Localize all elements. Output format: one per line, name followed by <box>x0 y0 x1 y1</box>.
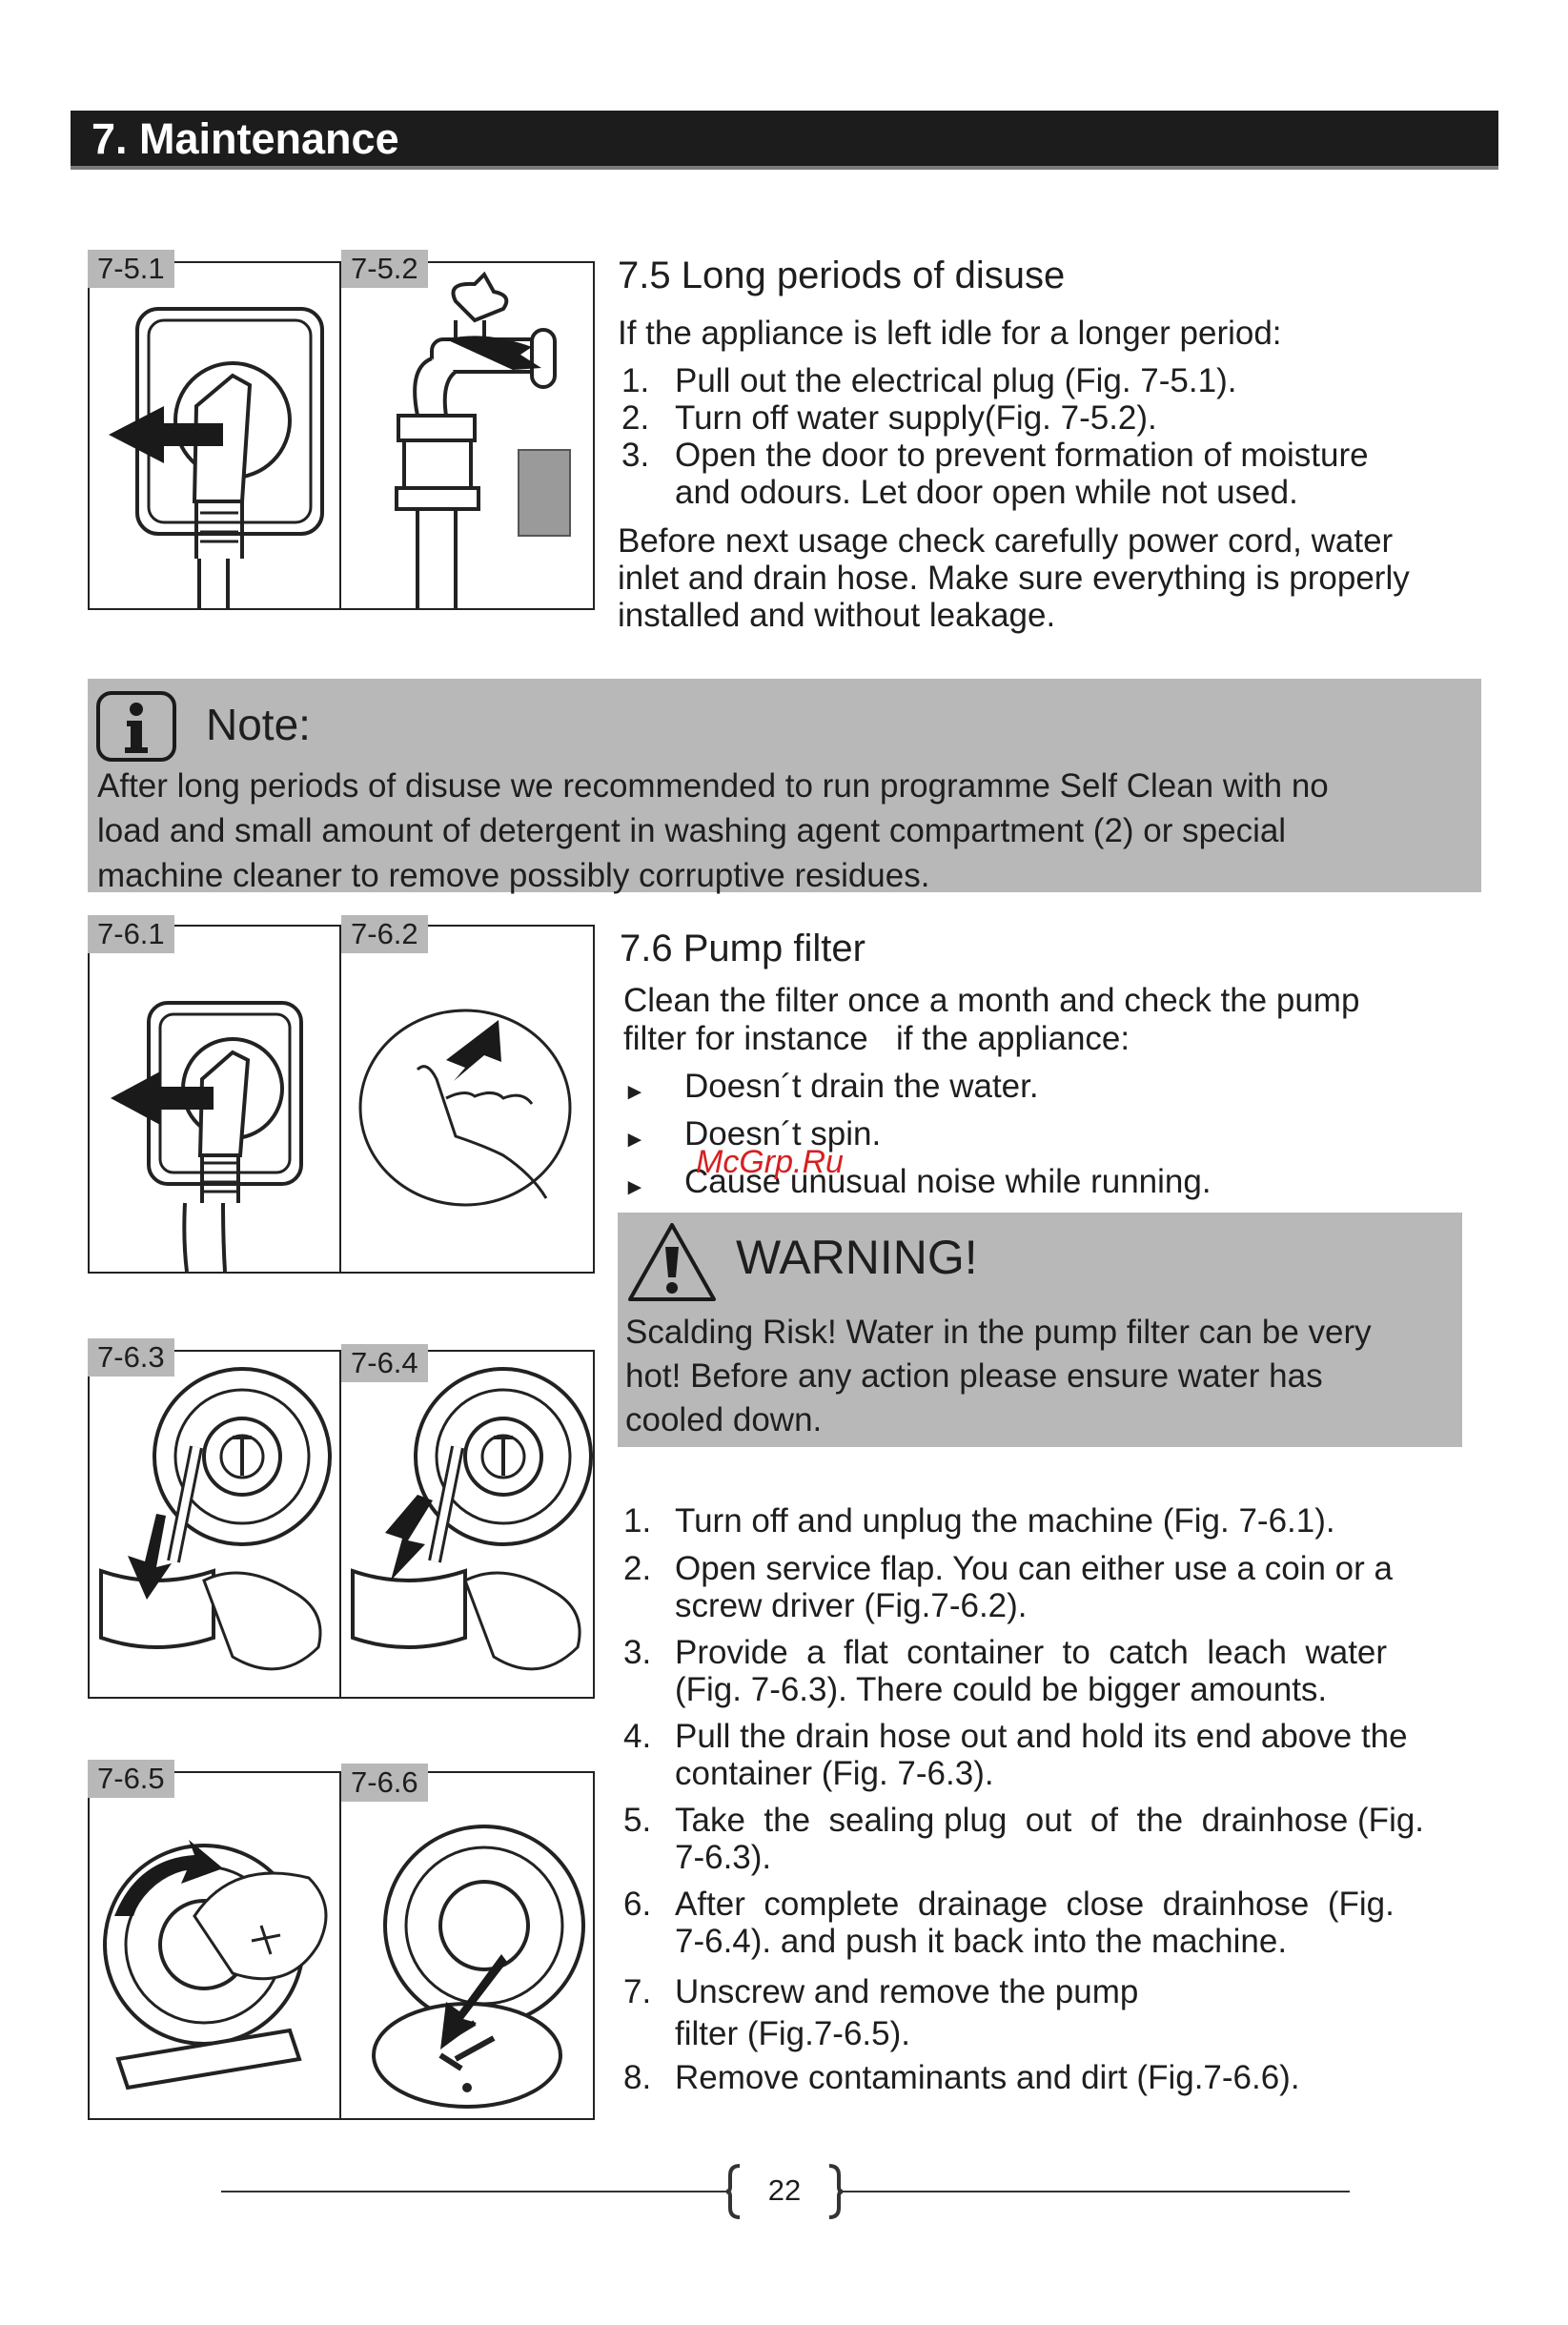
step-text: Pull the drain hose out and hold its end… <box>675 1718 1408 1755</box>
bullet-item: ► Doesn´t drain the water. <box>623 1068 1462 1106</box>
plug-removal-illustration <box>111 1001 303 1272</box>
service-flap-illustration <box>358 1009 572 1207</box>
step-text: After complete drainage close drainhose … <box>675 1886 1395 1923</box>
pump-filter-removal-illustration <box>103 1840 328 2090</box>
step-text: Take the sealing plug out of the drainho… <box>675 1802 1425 1839</box>
figure-label-7-5-1: 7-5.1 <box>88 250 174 288</box>
note-line: load and small amount of detergent in wa… <box>97 812 1287 849</box>
figure-label-7-5-2: 7-5.2 <box>341 250 428 288</box>
figure-7-6-5 <box>88 1771 343 2120</box>
bullet-arrow-icon: ► <box>623 1127 646 1152</box>
plug-removal-illustration <box>109 307 324 608</box>
drain-hose-close-illustration <box>351 1367 593 1671</box>
footer-rule-left <box>221 2191 726 2192</box>
step-text: Provide a flat container to catch leach … <box>675 1634 1388 1671</box>
list-text: Open the door to prevent formation of mo… <box>675 437 1369 474</box>
step-number: 5. <box>623 1802 652 1839</box>
step-item: 8. Remove contaminants and dirt (Fig.7-6… <box>623 2059 1481 2097</box>
list-text: Turn off water supply(Fig. 7-5.2). <box>675 399 1157 437</box>
section-header-title: 7. Maintenance <box>92 114 399 163</box>
step-text: Open service flap. You can either use a … <box>675 1550 1393 1587</box>
step-number: 3. <box>623 1634 652 1671</box>
figure-label-7-6-5: 7-6.5 <box>88 1760 174 1798</box>
step-item: 6. After complete drainage close drainho… <box>623 1886 1481 1962</box>
info-icon <box>95 690 177 763</box>
warning-line: hot! Before any action please ensure wat… <box>625 1357 1323 1395</box>
figure-label-7-6-2: 7-6.2 <box>341 915 428 953</box>
step-number: 2. <box>623 1550 652 1587</box>
figure-label-7-6-3: 7-6.3 <box>88 1338 174 1377</box>
list-number: 3. <box>621 437 650 474</box>
step-text: 7-6.4). and push it back into the machin… <box>675 1923 1288 1960</box>
step-text: Unscrew and remove the pump <box>675 1973 1139 2010</box>
figure-label-7-6-6: 7-6.6 <box>341 1764 428 1802</box>
warning-line: Scalding Risk! Water in the pump filter … <box>625 1314 1372 1351</box>
bullet-item: ► Doesn´t spin. <box>623 1115 1462 1153</box>
figure-7-5-1 <box>88 261 343 610</box>
watermark: McGrp.Ru <box>696 1144 844 1180</box>
bullet-arrow-icon: ► <box>623 1079 646 1105</box>
section-7-6-intro-line: filter for instance if the appliance: <box>623 1020 1130 1057</box>
step-text: 7-6.3). <box>675 1839 772 1876</box>
step-item: 3. Provide a flat container to catch lea… <box>623 1634 1481 1710</box>
warning-icon <box>625 1220 719 1304</box>
section-7-5-outro-line: installed and without leakage. <box>618 597 1056 634</box>
note-box <box>88 679 1481 892</box>
step-number: 6. <box>623 1886 652 1923</box>
note-title: Note: <box>206 700 311 749</box>
figure-7-6-4 <box>339 1350 595 1699</box>
warning-title: WARNING! <box>736 1231 978 1284</box>
page-number: 22 <box>767 2173 802 2207</box>
figure-7-6-6 <box>339 1771 595 2120</box>
step-number: 8. <box>623 2059 652 2096</box>
step-item: 4. Pull the drain hose out and hold its … <box>623 1718 1481 1794</box>
figure-7-6-2 <box>339 925 595 1274</box>
bullet-text: Doesn´t drain the water. <box>684 1068 1039 1105</box>
water-tap-illustration <box>395 271 571 608</box>
note-line: machine cleaner to remove possibly corru… <box>97 857 930 894</box>
step-text: container (Fig. 7-6.3). <box>675 1755 994 1792</box>
step-item: 7. Unscrew and remove the pump filter (F… <box>623 1973 1481 2053</box>
step-text: Remove contaminants and dirt (Fig.7-6.6)… <box>675 2059 1300 2096</box>
step-item: 2. Open service flap. You can either use… <box>623 1550 1481 1626</box>
section-7-5-title: 7.5 Long periods of disuse <box>618 255 1066 296</box>
drain-hose-illustration <box>99 1367 332 1671</box>
step-text: (Fig. 7-6.3). There could be bigger amou… <box>675 1671 1328 1708</box>
step-text: filter (Fig.7-6.5). <box>675 2015 910 2052</box>
step-number: 1. <box>623 1502 652 1540</box>
list-item: 1. Pull out the electrical plug (Fig. 7-… <box>621 362 1498 400</box>
step-text: screw driver (Fig.7-6.2). <box>675 1587 1028 1624</box>
figure-7-6-1 <box>88 925 343 1274</box>
list-text: Pull out the electrical plug (Fig. 7-5.1… <box>675 362 1237 399</box>
filter-cleaning-illustration <box>372 1825 585 2109</box>
warning-line: cooled down. <box>625 1401 823 1438</box>
list-item: 3. Open the door to prevent formation of… <box>621 437 1498 513</box>
list-text: and odours. Let door open while not used… <box>675 474 1298 511</box>
step-number: 4. <box>623 1718 652 1755</box>
bullet-text: Doesn´t spin. <box>684 1115 882 1152</box>
warning-box <box>618 1213 1462 1447</box>
section-7-5-outro-line: inlet and drain hose. Make sure everythi… <box>618 560 1410 597</box>
bullet-item: ► Cause unusual noise while running. <box>623 1163 1462 1201</box>
footer-rule-right <box>843 2191 1350 2192</box>
section-7-6-title: 7.6 Pump filter <box>620 928 865 969</box>
bullet-arrow-icon: ► <box>623 1174 646 1200</box>
bullet-text: Cause unusual noise while running. <box>684 1163 1212 1200</box>
section-header-bar <box>71 111 1498 170</box>
list-number: 1. <box>621 362 650 399</box>
step-text: Turn off and unplug the machine (Fig. 7-… <box>675 1502 1335 1540</box>
list-item: 2. Turn off water supply(Fig. 7-5.2). <box>621 399 1498 438</box>
note-line: After long periods of disuse we recommen… <box>97 767 1329 805</box>
step-item: 5. Take the sealing plug out of the drai… <box>623 1802 1481 1878</box>
figure-label-7-6-1: 7-6.1 <box>88 915 174 953</box>
list-number: 2. <box>621 399 650 437</box>
section-7-5-outro-line: Before next usage check carefully power … <box>618 522 1394 560</box>
figure-label-7-6-4: 7-6.4 <box>341 1344 428 1382</box>
step-item: 1. Turn off and unplug the machine (Fig.… <box>623 1502 1481 1540</box>
figure-7-5-2 <box>339 261 595 610</box>
step-number: 7. <box>623 1973 652 2010</box>
section-7-5-intro: If the appliance is left idle for a long… <box>618 315 1282 352</box>
section-7-6-intro-line: Clean the filter once a month and check … <box>623 982 1360 1019</box>
figure-7-6-3 <box>88 1350 343 1699</box>
